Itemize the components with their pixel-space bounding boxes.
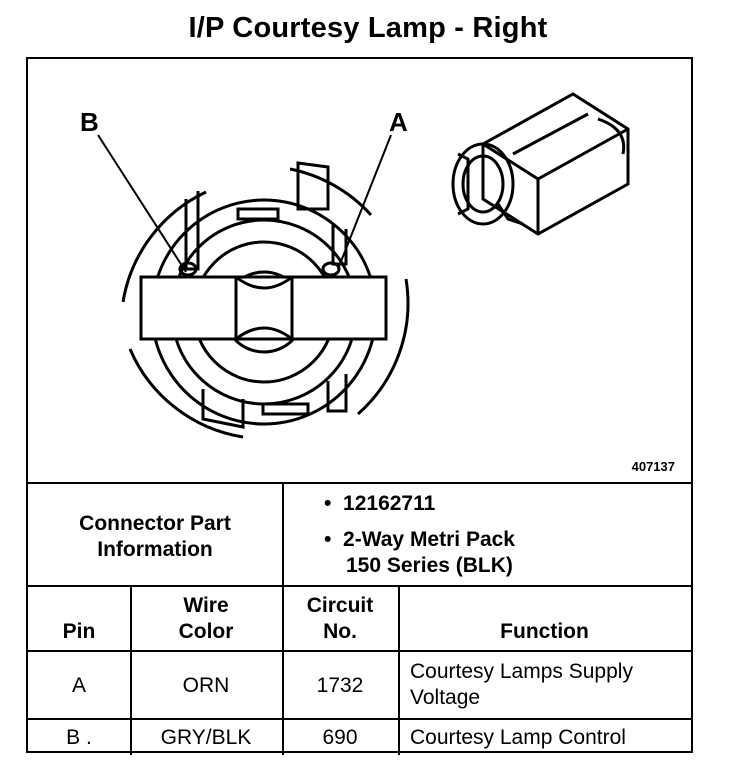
header-pin: Pin (62, 620, 96, 643)
row-a-circuit: 1732 (316, 674, 364, 697)
connector-iso-view (451, 92, 630, 236)
col-divider-main (282, 482, 284, 755)
header-wire-color: Wire Color (178, 594, 234, 643)
row-b-circuit: 690 (322, 726, 358, 749)
pin-label-b: B (80, 107, 99, 137)
header-circuit: Circuit No. (306, 594, 374, 643)
connector-description: • 2-Way Metri Pack (324, 528, 515, 551)
page-title: I/P Courtesy Lamp - Right (188, 12, 548, 44)
pin-label-a: A (389, 107, 408, 137)
row-a-wire: ORN (182, 674, 230, 697)
figure-number: 407137 (631, 459, 675, 474)
header-bottom-border (28, 650, 691, 652)
connector-part-label: Connector Part Information (79, 512, 231, 561)
col-divider-pin (130, 585, 132, 755)
table-top-border (28, 482, 691, 484)
part-number: • 12162711 (324, 492, 436, 515)
row-b-function: Courtesy Lamp Control (410, 726, 626, 749)
leader-line-a (337, 134, 392, 270)
row-a-pin: A (71, 674, 86, 697)
row-a-function: Courtesy Lamps Supply Voltage (410, 660, 633, 709)
table-divider (28, 585, 691, 587)
col-divider-circuit (398, 585, 400, 755)
row-b-pin: B . (66, 726, 92, 749)
row-b-wire: GRY/BLK (160, 726, 252, 749)
header-function: Function (500, 620, 589, 643)
diagram-frame: B A 407137 Connector Part Information • … (26, 57, 693, 755)
connector-part-info: • 12162711 • 2-Way Metri Pack 150 Series… (324, 491, 684, 579)
row-divider (28, 718, 691, 720)
leader-line-b (97, 134, 187, 273)
connector-face-drawing: B A (80, 92, 630, 439)
